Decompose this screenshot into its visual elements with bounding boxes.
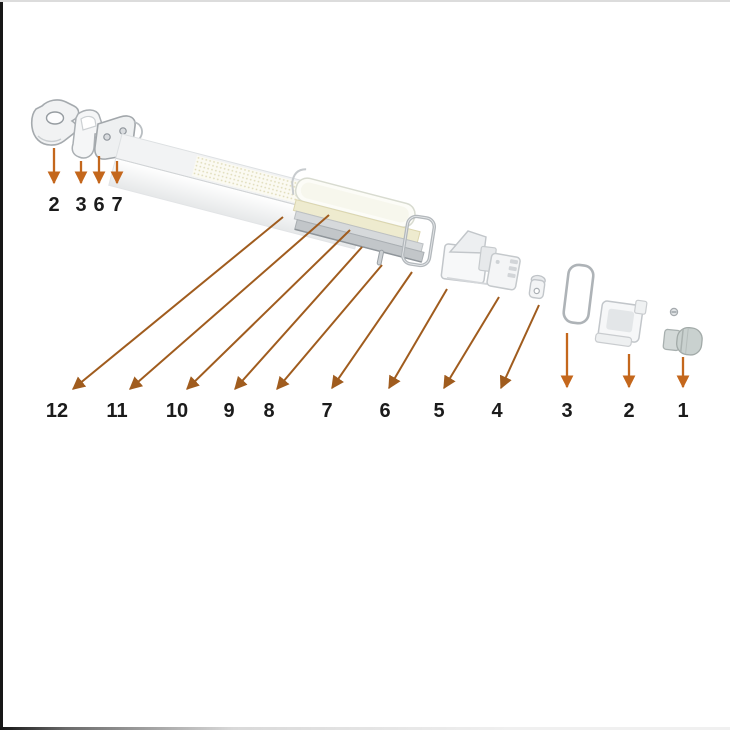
bottom-callout-3: 3	[561, 400, 572, 422]
bottom-callout-2: 2	[623, 400, 634, 422]
top-callout-2: 2	[48, 194, 59, 216]
light-engine-stack	[291, 168, 425, 263]
wire-port-part	[486, 252, 521, 291]
top-callout-7: 7	[111, 194, 122, 216]
bottom-callout-11: 11	[106, 400, 127, 422]
callout-line-4	[499, 304, 540, 390]
silicone-gasket-3	[562, 263, 595, 325]
frame-edge-top	[0, 0, 730, 2]
callout-line-8	[276, 264, 383, 390]
bottom-callout-5: 5	[433, 400, 444, 422]
bottom-callout-1: 1	[677, 400, 688, 422]
silicone-gasket-7	[401, 214, 436, 268]
breather-valve-part	[528, 274, 546, 300]
bottom-callout-8: 8	[263, 400, 274, 422]
mounting-clip-b	[71, 109, 104, 159]
bottom-callout-6: 6	[379, 400, 390, 422]
screw-part	[376, 249, 385, 266]
callout-line-6	[388, 288, 448, 390]
bottom-callout-9: 9	[223, 400, 234, 422]
callout-lines-vertical	[47, 148, 690, 389]
callout-lines	[71, 214, 540, 390]
callout-line-11	[129, 214, 330, 390]
callout-line-9	[234, 246, 363, 390]
top-callout-3: 3	[75, 194, 86, 216]
callout-line-7	[331, 271, 413, 390]
frame-edge-bottom	[0, 727, 730, 730]
exploded-diagram-svg: 2 3 6 7 12 11 10 9 8 7 6 5 4 3 2 1	[30, 99, 703, 422]
top-callout-6: 6	[93, 194, 104, 216]
callout-line-10	[186, 229, 351, 390]
end-cap-part	[594, 299, 648, 347]
bottom-callout-4: 4	[491, 400, 503, 422]
bottom-callout-7: 7	[321, 400, 332, 422]
bottom-callout-12: 12	[46, 400, 68, 422]
callout-line-5	[443, 296, 500, 390]
frame-edge-left	[0, 0, 3, 730]
cover-clip	[291, 168, 307, 195]
callout-line-12	[71, 216, 284, 390]
bottom-callout-10: 10	[166, 400, 188, 422]
mounting-clip-a	[30, 99, 80, 146]
ip68-connector-part	[662, 326, 703, 356]
screw-above-gland	[669, 307, 679, 317]
